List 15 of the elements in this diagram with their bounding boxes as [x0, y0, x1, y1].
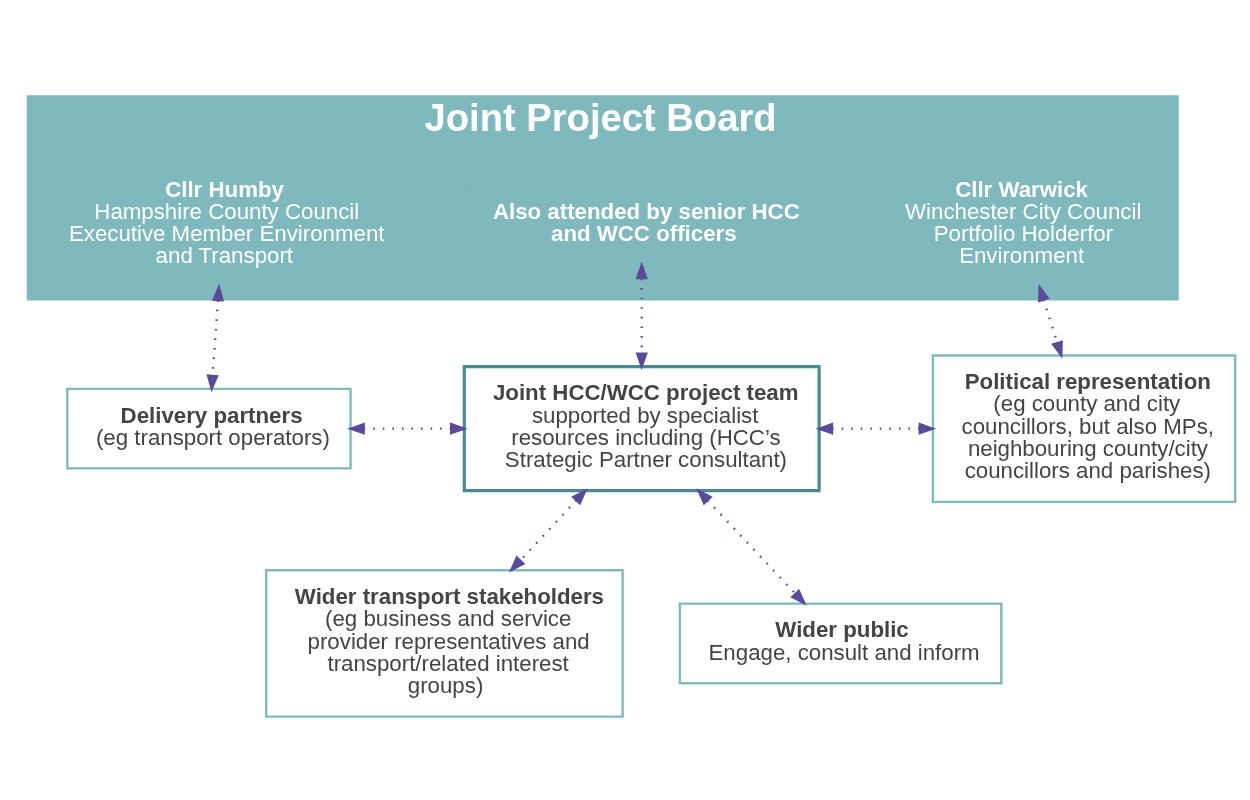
arrow — [696, 488, 807, 606]
arrow — [206, 283, 225, 393]
node-text: Cllr Warwick Winchester City Council Portfolio Holderfor Environment — [905, 176, 1142, 269]
node-box: Delivery partners (eg transport operators) — [66, 387, 352, 470]
arrow — [635, 261, 648, 371]
node-box: Joint HCC/WCC project team supported by specialist resources including (HCC’s Strategic Partner consultant) — [462, 365, 821, 493]
node-box: Wider public Engage, consult and inform — [678, 602, 1003, 685]
node-box: Political representation (eg county and city councillors, but also MPs, neighbouring county/city councillors and parishes) — [931, 354, 1237, 504]
node-box: Wider transport stakeholders (eg business and service provider representatives and transport/related interest groups) — [265, 569, 624, 718]
node-text: Also attended by senior HCC and WCC officers — [492, 198, 800, 247]
arrow — [815, 422, 937, 435]
arrow — [1038, 283, 1063, 359]
arrow — [508, 488, 588, 573]
arrow — [347, 422, 468, 435]
node-text: Cllr Humby Hampshire County Council Executive Member Environment and Transport — [68, 176, 385, 269]
